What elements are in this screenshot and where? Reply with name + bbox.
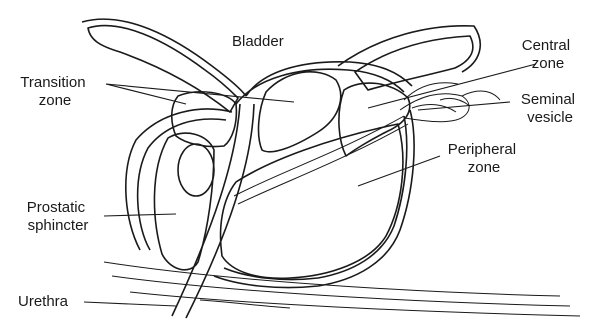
label-seminal-vesicle: Seminal vesicle [521,91,579,126]
pubic-bone-right [338,26,480,90]
ejaculatory-duct-lower [238,124,408,204]
label-prostatic-sphincter: Prostatic sphincter [27,199,90,234]
label-urethra: Urethra [18,293,69,310]
transition-zone-right [259,72,341,152]
bladder-wall [236,62,412,104]
label-bladder: Bladder [232,33,284,50]
label-peripheral-zone: Peripheral zone [448,141,521,176]
seminal-vesicle [400,83,500,122]
prostate-capsule [126,109,414,287]
leader-lines [84,64,536,306]
prostatic-sphincter [154,133,214,270]
label-central-zone: Central zone [522,37,575,72]
urethra-tube [172,104,254,318]
peripheral-zone [221,124,403,278]
label-transition-zone: Transition zone [20,74,89,109]
central-zone [339,83,410,156]
